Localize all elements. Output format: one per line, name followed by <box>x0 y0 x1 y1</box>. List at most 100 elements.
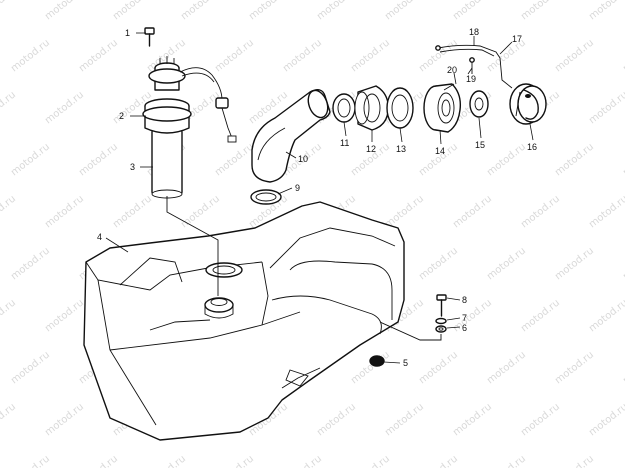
watermark-text: motod.ru <box>77 141 120 178</box>
watermark-text: motod.ru <box>349 349 392 386</box>
callout-11: 11 <box>340 138 349 148</box>
watermark-text: motod.ru <box>247 0 290 22</box>
watermark-text: motod.ru <box>485 245 528 282</box>
filler-hose <box>251 89 331 183</box>
hose-clamp-9 <box>250 189 282 205</box>
watermark-text: motod.ru <box>485 453 528 468</box>
watermark-text: motod.ru <box>349 37 392 74</box>
watermark-text: motod.ru <box>77 453 120 468</box>
watermark-text: motod.ru <box>111 0 154 22</box>
filler-neck-12 <box>354 85 389 131</box>
watermark-text: motod.ru <box>553 453 596 468</box>
watermark-text: motod.ru <box>9 453 52 468</box>
callout-13: 13 <box>396 144 406 154</box>
watermark-text: motod.ru <box>553 141 596 178</box>
watermark-text: motod.ru <box>179 193 222 230</box>
watermark-text: motod.ru <box>587 297 625 334</box>
gasket-13 <box>386 87 414 129</box>
watermark-text: motod.ru <box>621 453 625 468</box>
watermark-text: motod.ru <box>587 401 625 438</box>
fuel-tank <box>83 201 405 441</box>
watermark-text: motod.ru <box>519 297 562 334</box>
mounting-hardware <box>369 294 447 367</box>
callout-15: 15 <box>475 140 485 150</box>
watermark-text: motod.ru <box>43 297 86 334</box>
watermark-text: motod.ru <box>621 37 625 74</box>
callout-19: 19 <box>466 74 476 84</box>
callout-14: 14 <box>435 146 445 156</box>
washer-15 <box>469 90 489 118</box>
callout-18: 18 <box>469 27 479 37</box>
watermark-text: motod.ru <box>9 349 52 386</box>
callout-1: 1 <box>125 28 130 38</box>
watermark-text: motod.ru <box>485 349 528 386</box>
watermark-text: motod.ru <box>553 37 596 74</box>
cap-tether <box>435 44 513 91</box>
fuel-sender-unit <box>142 56 237 199</box>
sender-alignment-line <box>166 196 219 296</box>
watermark-text: motod.ru <box>485 141 528 178</box>
watermark-text: motod.ru <box>587 89 625 126</box>
callout-labels: 1 2 3 4 5 6 7 8 9 10 11 12 13 14 15 16 1… <box>97 27 537 368</box>
watermark-text: motod.ru <box>0 89 18 126</box>
watermark-text: motod.ru <box>315 401 358 438</box>
watermark-text: motod.ru <box>621 141 625 178</box>
callout-16: 16 <box>527 142 537 152</box>
leader-lines <box>105 32 534 364</box>
callout-3: 3 <box>130 162 135 172</box>
watermark-text: motod.ru <box>9 245 52 282</box>
watermark-text: motod.ru <box>519 401 562 438</box>
callout-9: 9 <box>295 183 300 193</box>
watermark-text: motod.ru <box>145 453 188 468</box>
watermark-text: motod.ru <box>281 453 324 468</box>
watermark-text: motod.ru <box>553 349 596 386</box>
watermark-text: motod.ru <box>519 193 562 230</box>
watermark-text: motod.ru <box>451 193 494 230</box>
watermark-text: motod.ru <box>451 401 494 438</box>
watermark-text: motod.ru <box>0 0 18 22</box>
callout-2: 2 <box>119 111 124 121</box>
bolt-1 <box>144 27 155 47</box>
watermark-text: motod.ru <box>349 453 392 468</box>
watermark-text: motod.ru <box>621 245 625 282</box>
watermark-text: motod.ru <box>0 193 18 230</box>
watermark-text: motod.ru <box>417 453 460 468</box>
callout-8: 8 <box>462 295 467 305</box>
watermark-text: motod.ru <box>553 245 596 282</box>
hose-clamp-11 <box>332 93 356 123</box>
watermark-text: motod.ru <box>213 37 256 74</box>
watermark-text: motod.ru <box>383 0 426 22</box>
watermark-text: motod.ru <box>519 0 562 22</box>
watermark-text: motod.ru <box>417 245 460 282</box>
watermark-text: motod.ru <box>43 193 86 230</box>
callout-4: 4 <box>97 232 102 242</box>
watermark-text: motod.ru <box>383 401 426 438</box>
callout-17: 17 <box>512 34 522 44</box>
watermark-text: motod.ru <box>0 401 18 438</box>
watermark-text: motod.ru <box>77 37 120 74</box>
watermark-text: motod.ru <box>451 0 494 22</box>
callout-20: 20 <box>447 65 457 75</box>
watermark-text: motod.ru <box>43 89 86 126</box>
watermark-text: motod.ru <box>621 349 625 386</box>
watermark-text: motod.ru <box>281 37 324 74</box>
watermark-text: motod.ru <box>315 0 358 22</box>
callout-7: 7 <box>462 313 467 323</box>
callout-6: 6 <box>462 323 467 333</box>
watermark-text: motod.ru <box>417 349 460 386</box>
watermark-text: motod.ru <box>179 0 222 22</box>
watermark-text: motod.ru <box>43 0 86 22</box>
watermark-text: motod.ru <box>451 297 494 334</box>
fuel-cap-16 <box>509 83 547 125</box>
callout-12: 12 <box>366 144 376 154</box>
watermark-text: motod.ru <box>9 141 52 178</box>
watermark-text: motod.ru <box>213 453 256 468</box>
watermark-text: motod.ru <box>0 297 18 334</box>
watermark-text: motod.ru <box>587 0 625 22</box>
watermark-text: motod.ru <box>213 141 256 178</box>
watermark-text: motod.ru <box>43 401 86 438</box>
watermark-text: motod.ru <box>587 193 625 230</box>
flange-14 <box>423 83 462 133</box>
callout-10: 10 <box>298 154 308 164</box>
